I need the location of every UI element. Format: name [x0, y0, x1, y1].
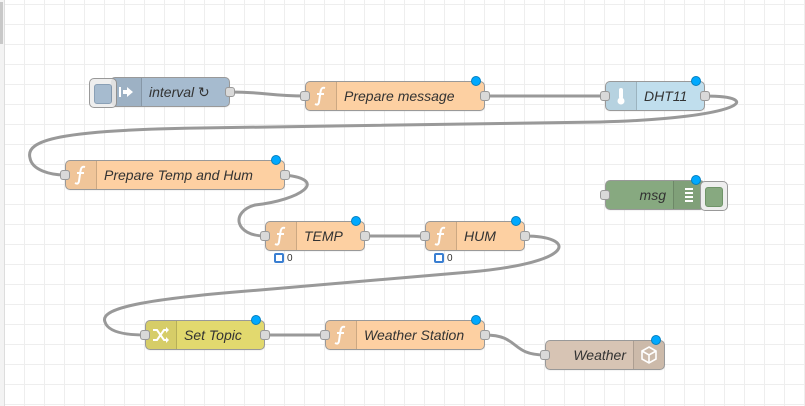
- input-port[interactable]: [60, 170, 70, 180]
- changed-indicator: [691, 76, 701, 86]
- status-ring-icon: [434, 253, 444, 264]
- output-port[interactable]: [260, 330, 270, 340]
- hum-label: HUM: [464, 228, 496, 244]
- wire-hum-to-set-topic[interactable]: [103, 234, 561, 337]
- output-port[interactable]: [480, 330, 490, 340]
- changed-indicator: [651, 335, 661, 345]
- weather-label: Weather: [573, 347, 626, 363]
- debug-toggle-button[interactable]: [700, 181, 728, 211]
- scrollbar-thumb[interactable]: [0, 2, 3, 44]
- prepare-temp-hum-node[interactable]: Prepare Temp and Hum: [60, 155, 290, 190]
- wire-prepare-temp-to-temp[interactable]: [237, 173, 309, 238]
- output-port[interactable]: [360, 231, 370, 241]
- function-icon: [426, 222, 457, 250]
- function-icon: [66, 161, 97, 189]
- input-port[interactable]: [420, 231, 430, 241]
- temp-node[interactable]: TEMP: [260, 216, 370, 251]
- changed-indicator: [351, 216, 361, 226]
- dht11-label: DHT11: [644, 88, 688, 104]
- debug-list-icon: [673, 181, 704, 209]
- function-icon: [306, 82, 337, 110]
- changed-indicator: [471, 315, 481, 325]
- output-port[interactable]: [520, 231, 530, 241]
- changed-indicator: [511, 216, 521, 226]
- msg-label: msg: [639, 187, 666, 203]
- input-port[interactable]: [600, 91, 610, 101]
- hum-node[interactable]: HUM: [420, 216, 530, 251]
- output-port[interactable]: [480, 91, 490, 101]
- weather-node[interactable]: Weather: [540, 335, 665, 370]
- weather-station-label: Weather Station: [364, 327, 465, 343]
- dht11-node[interactable]: DHT11: [600, 76, 710, 111]
- arrow-in-icon: [111, 78, 142, 106]
- status-ring-icon: [274, 253, 284, 264]
- temp-status-text: 0: [287, 253, 293, 264]
- debug-toggle-face: [705, 187, 723, 207]
- wire-dht11-to-prepare-temp[interactable]: [28, 94, 738, 177]
- input-port[interactable]: [260, 231, 270, 241]
- changed-indicator: [251, 315, 261, 325]
- set-topic-label: Set Topic: [184, 327, 242, 343]
- prepare-message-label: Prepare message: [344, 88, 455, 104]
- set-topic-node[interactable]: Set Topic: [140, 315, 270, 350]
- temp-status: 0: [274, 253, 293, 265]
- function-icon: [326, 321, 357, 349]
- wire-interval-to-prepare[interactable]: [229, 90, 306, 98]
- output-port[interactable]: [700, 91, 710, 101]
- function-icon: [266, 222, 297, 250]
- hum-status-text: 0: [447, 253, 453, 264]
- input-port[interactable]: [600, 190, 610, 200]
- changed-indicator: [271, 155, 281, 165]
- input-port[interactable]: [140, 330, 150, 340]
- shuffle-icon: [146, 321, 177, 349]
- input-port[interactable]: [540, 350, 550, 360]
- inject-button-face: [94, 84, 112, 104]
- output-port[interactable]: [225, 87, 235, 97]
- weather-station-node[interactable]: Weather Station: [320, 315, 490, 350]
- vertical-scrollbar[interactable]: [0, 0, 5, 406]
- wire-weather-station-to-weather[interactable]: [484, 333, 546, 357]
- temp-label: TEMP: [304, 228, 343, 244]
- output-port[interactable]: [280, 170, 290, 180]
- input-port[interactable]: [320, 330, 330, 340]
- thermometer-icon: [606, 82, 637, 110]
- changed-indicator: [471, 76, 481, 86]
- changed-indicator: [691, 175, 701, 185]
- msg-debug-node[interactable]: msg: [600, 175, 728, 211]
- hum-status: 0: [434, 253, 453, 265]
- cube-icon: [633, 341, 664, 369]
- interval-node[interactable]: interval ↻: [89, 77, 235, 108]
- prepare-temp-hum-label: Prepare Temp and Hum: [104, 167, 253, 183]
- input-port[interactable]: [300, 91, 310, 101]
- prepare-message-node[interactable]: Prepare message: [300, 76, 490, 111]
- interval-label: interval ↻: [149, 84, 210, 100]
